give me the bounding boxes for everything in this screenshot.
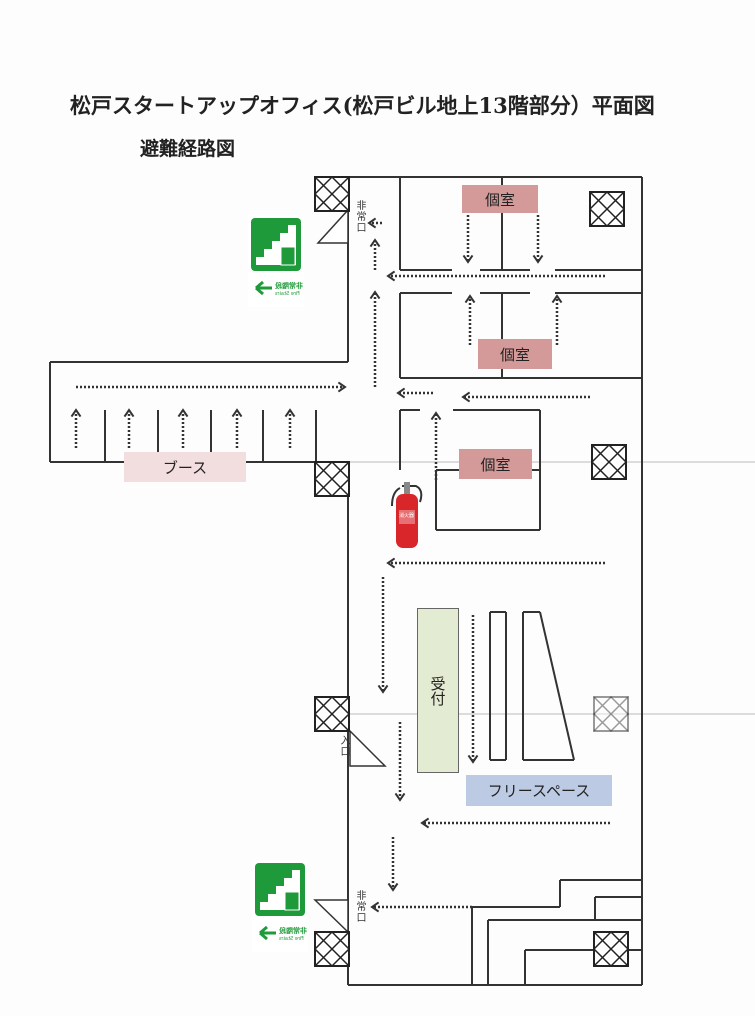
arrow-head-icon bbox=[394, 792, 406, 802]
wall bbox=[539, 611, 575, 761]
entrance-label: 入口 bbox=[338, 735, 349, 757]
arrow-head-icon bbox=[386, 557, 396, 569]
emergency-stairs-icon bbox=[255, 863, 305, 941]
fire-stairs-text-en: Fire Stairs bbox=[275, 291, 300, 297]
pillar-icon bbox=[313, 930, 351, 968]
page-subtitle: 避難経路図 bbox=[140, 138, 236, 160]
fire-extinguisher-icon bbox=[391, 482, 423, 548]
booth-label: ブース bbox=[124, 452, 246, 482]
door-swing bbox=[349, 729, 387, 767]
fire-stairs-text: 非常階段 bbox=[275, 282, 303, 290]
private-room-label: 個室 bbox=[459, 449, 532, 479]
arrow-head-icon bbox=[387, 882, 399, 892]
pillar-icon bbox=[313, 460, 351, 498]
extinguisher-label: 消火器 bbox=[399, 513, 415, 519]
private-room-label: 個室 bbox=[478, 339, 552, 369]
arrow-head-icon bbox=[284, 408, 296, 418]
pillar-icon bbox=[592, 695, 630, 733]
pillar-icon bbox=[313, 695, 351, 733]
fire-extinguisher: 消火器 bbox=[388, 480, 424, 550]
arrow-head-icon bbox=[532, 254, 544, 264]
door-swing bbox=[313, 899, 349, 934]
arrow-head-icon bbox=[370, 901, 380, 913]
emergency-exit-label: 非常口 bbox=[354, 890, 365, 923]
private-room-label: 個室 bbox=[462, 185, 538, 213]
arrow-head-icon bbox=[70, 408, 82, 418]
arrow-head-icon bbox=[467, 754, 479, 764]
arrow-head-icon bbox=[377, 684, 389, 694]
arrow-head-icon bbox=[462, 254, 474, 264]
free-space-label: フリースペース bbox=[466, 775, 612, 806]
pillar-icon bbox=[588, 190, 626, 228]
fire-stairs-sign: 非常階段 Fire Stairs bbox=[252, 860, 308, 952]
arrow-head-icon bbox=[430, 411, 442, 421]
emergency-stairs-icon bbox=[251, 218, 301, 296]
fire-stairs-text-en: Fire Stairs bbox=[279, 936, 304, 942]
arrow-head-icon bbox=[177, 408, 189, 418]
arrow-head-icon bbox=[461, 391, 471, 403]
arrow-head-icon bbox=[396, 387, 406, 399]
reception-label: 受付 bbox=[417, 608, 459, 773]
door-swing bbox=[316, 208, 349, 244]
arrow-head-icon bbox=[420, 817, 430, 829]
fire-stairs-sign: 非常階段 Fire Stairs bbox=[248, 215, 304, 307]
arrow-head-icon bbox=[337, 381, 347, 393]
arrow-head-icon bbox=[123, 408, 135, 418]
arrow-head-icon bbox=[369, 290, 381, 300]
arrow-head-icon bbox=[464, 294, 476, 304]
pillar-icon bbox=[592, 930, 630, 968]
arrow-head-icon bbox=[367, 217, 377, 229]
emergency-exit-label: 非常口 bbox=[354, 200, 365, 233]
arrow-head-icon bbox=[551, 294, 563, 304]
page-title: 松戸スタートアップオフィス(松戸ビル地上13階部分）平面図 bbox=[70, 93, 655, 118]
arrow-head-icon bbox=[369, 238, 381, 248]
arrow-head-icon bbox=[386, 270, 396, 282]
arrow-head-icon bbox=[231, 408, 243, 418]
fire-stairs-text: 非常階段 bbox=[279, 927, 307, 935]
pillar-icon bbox=[313, 175, 351, 213]
pillar-icon bbox=[590, 443, 628, 481]
